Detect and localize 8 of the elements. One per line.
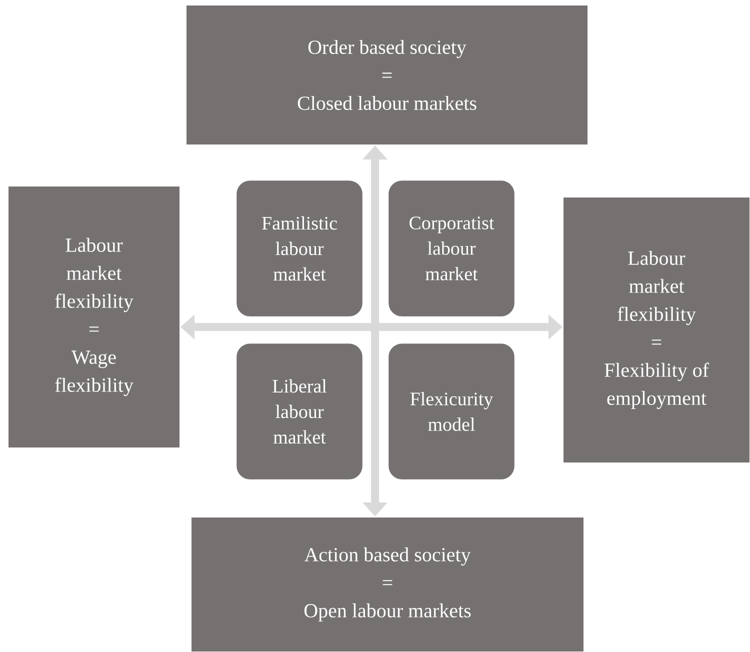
category-box: Order based society = Closed labour markets [186,4,588,146]
model-box: Familistic labour market [235,179,364,318]
model-box: Corporatist labour market [387,179,516,318]
category-box: Labour market flexibility = Flexibility of employment [562,196,750,464]
model-box: Flexicurity model [387,342,516,481]
category-box: Action based society = Open labour markets [190,516,584,652]
category-box: Labour market flexibility = Wage flexibility [8,186,180,448]
model-box: Liberal labour market [235,342,364,481]
